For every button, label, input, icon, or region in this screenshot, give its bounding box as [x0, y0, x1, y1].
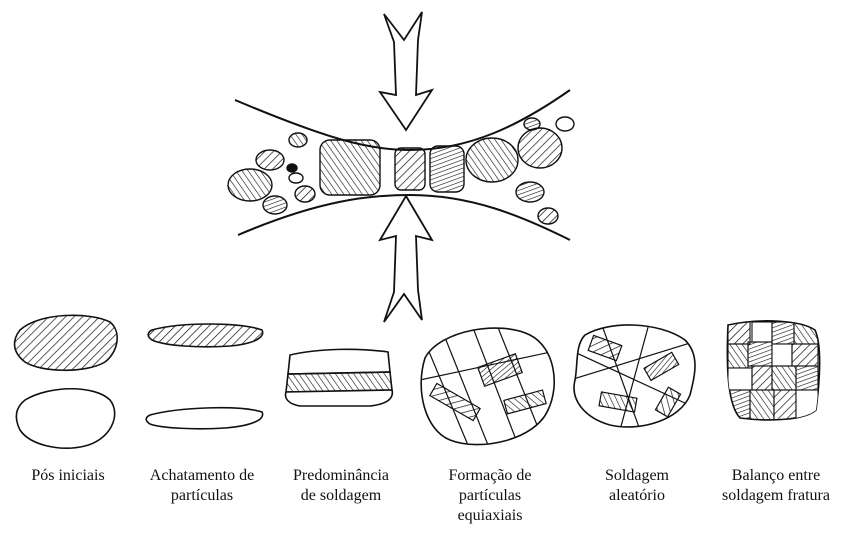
label-line: Achatamento de	[132, 466, 272, 486]
label-line: Formação de	[425, 466, 555, 486]
stage-achatamento-shapes	[146, 324, 262, 429]
label-achatamento: Achatamento de partículas	[132, 466, 272, 506]
label-predominancia: Predominância de soldagem	[276, 466, 406, 506]
label-line: Soldagem	[572, 466, 702, 486]
label-line: Predominância	[276, 466, 406, 486]
label-line: partículas	[425, 486, 555, 506]
label-balanco: Balanço entre soldagem fratura	[706, 466, 846, 506]
label-line: de soldagem	[276, 486, 406, 506]
label-line: soldagem fratura	[706, 486, 846, 506]
label-line: equiaxiais	[425, 506, 555, 526]
label-line: Pós iniciais	[8, 466, 128, 486]
label-formacao: Formação de partículas equiaxiais	[425, 466, 555, 526]
label-line: Balanço entre	[706, 466, 846, 486]
label-line: partículas	[132, 486, 272, 506]
stage-predominancia-shapes	[286, 349, 393, 406]
label-pos-iniciais: Pós iniciais	[8, 466, 128, 486]
label-soldagem-aleatorio: Soldagem aleatório	[572, 466, 702, 506]
label-line: aleatório	[572, 486, 702, 506]
stage-formacao-shapes	[420, 320, 560, 450]
compression-arrow-top	[380, 12, 432, 130]
stage-balanco-shapes	[727, 321, 819, 420]
compression-arrow-bottom	[380, 196, 432, 322]
stage-pos-iniciais-shapes	[15, 315, 118, 448]
stage-soldagem-aleatorio-shapes	[570, 320, 700, 430]
